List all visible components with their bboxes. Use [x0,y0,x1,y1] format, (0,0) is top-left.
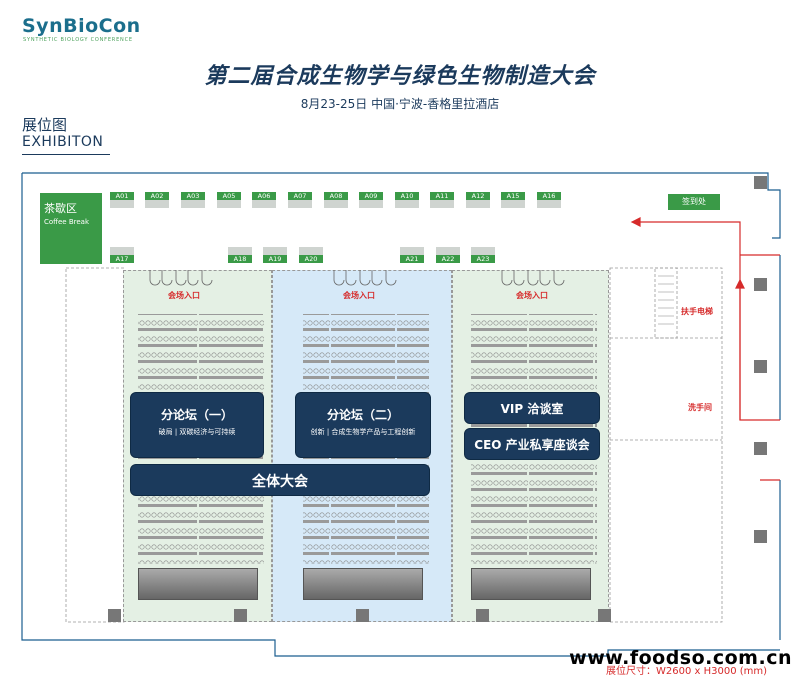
logo: SynBioCon [22,15,141,37]
pillar [356,609,369,622]
booth-label: A03 [181,192,205,200]
page-title: 第二届合成生物学与绿色生物制造大会 [204,64,596,89]
page-subtitle: 8月23-25日 中国·宁波-香格里拉酒店 [300,97,500,111]
booth-label: A16 [537,192,561,200]
booth-label: A21 [400,255,424,263]
booth-a16[interactable]: A16 [537,192,561,208]
ceo-room[interactable]: CEO 产业私享座谈会 [464,428,600,460]
booth-a20[interactable]: A20 [299,247,323,263]
sign-in-desk[interactable]: 签到处 [668,194,720,210]
booth-label: A23 [471,255,495,263]
booth-dimensions-note: 展位尺寸：W2600 x H3000 (mm) [606,666,768,677]
coffee-break-area: 茶歇区 Coffee Break [40,193,102,264]
booth-label: A20 [299,255,323,263]
booth-label: A22 [436,255,460,263]
booth-label: A09 [359,192,383,200]
pillar [598,609,611,622]
ceo-room-label: CEO 产业私享座谈会 [474,438,590,452]
booth-a17[interactable]: A17 [110,247,134,263]
booth-label: A01 [110,192,134,200]
booth-label: A10 [395,192,419,200]
booth-a02[interactable]: A02 [145,192,169,208]
booth-label: A05 [217,192,241,200]
booth-label: A18 [228,255,252,263]
booth-label: A19 [263,255,287,263]
pillar [754,176,767,189]
booth-label: A15 [501,192,525,200]
hall-1-entrance: 会场入口 [168,291,200,300]
booth-a12[interactable]: A12 [466,192,490,208]
booth-label: A08 [324,192,348,200]
pillar [754,530,767,543]
booth-a08[interactable]: A08 [324,192,348,208]
booth-a11[interactable]: A11 [430,192,454,208]
booth-label: A06 [252,192,276,200]
pillar [754,442,767,455]
booth-a01[interactable]: A01 [110,192,134,208]
escalator-label: 扶手电梯 [681,307,713,316]
section-divider [22,154,110,155]
forum-1-room[interactable]: 分论坛（一） 破局 | 双碳经济与可持续 [130,392,264,458]
booth-label: A02 [145,192,169,200]
logo-subtitle: SYNTHETIC BIOLOGY CONFERENCE [23,37,133,43]
coffee-break-label-cn: 茶歇区 [44,202,77,215]
booth-a10[interactable]: A10 [395,192,419,208]
booth-a07[interactable]: A07 [288,192,312,208]
hall-3-entrance: 会场入口 [516,291,548,300]
hall-2-entrance: 会场入口 [343,291,375,300]
vip-room[interactable]: VIP 洽谈室 [464,392,600,424]
booth-label: A11 [430,192,454,200]
booth-a22[interactable]: A22 [436,247,460,263]
booth-a21[interactable]: A21 [400,247,424,263]
stage-hall-1 [138,568,258,600]
plenary-hall[interactable]: 全体大会 [130,464,430,496]
booth-label: A07 [288,192,312,200]
pillar [108,609,121,622]
stage-hall-2 [303,568,423,600]
booth-a19[interactable]: A19 [263,247,287,263]
booth-a06[interactable]: A06 [252,192,276,208]
booth-label: A12 [466,192,490,200]
forum-2-title: 分论坛（二） [326,408,399,422]
booth-a18[interactable]: A18 [228,247,252,263]
booth-a09[interactable]: A09 [359,192,383,208]
pillar [234,609,247,622]
forum-2-subtitle: 创新 | 合成生物学产品与工程创新 [310,428,416,436]
forum-1-subtitle: 破局 | 双碳经济与可持续 [158,428,236,436]
pillar [476,609,489,622]
pillar [754,278,767,291]
booth-a05[interactable]: A05 [217,192,241,208]
booth-a03[interactable]: A03 [181,192,205,208]
plenary-label: 全体大会 [252,474,308,490]
forum-2-room[interactable]: 分论坛（二） 创新 | 合成生物学产品与工程创新 [295,392,431,458]
restroom-label: 洗手间 [688,403,712,412]
stage-hall-3 [471,568,591,600]
pillar [754,360,767,373]
forum-1-title: 分论坛（一） [160,408,233,422]
booth-a23[interactable]: A23 [471,247,495,263]
section-title-cn: 展位图 [22,116,68,134]
watermark: www.foodso.com.cn [569,647,792,669]
coffee-break-label-en: Coffee Break [44,218,90,226]
vip-room-label: VIP 洽谈室 [500,402,564,416]
booth-label: A17 [110,255,134,263]
booth-a15[interactable]: A15 [501,192,525,208]
section-title-en: EXHIBITON [22,134,104,150]
